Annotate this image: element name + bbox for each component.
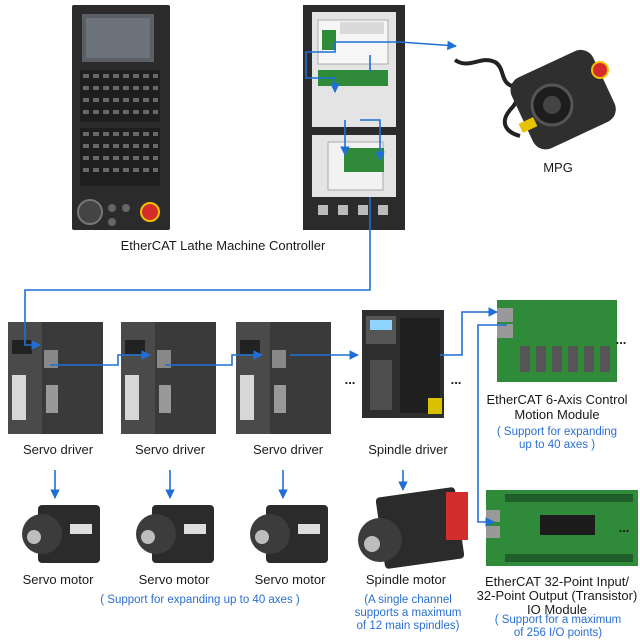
mpg-label: MPG [543,160,573,175]
driver-ellipsis: ... [344,372,356,387]
io-note-line1: ( Support for a maximum [494,614,622,626]
io-module-label-line2: 32-Point Output (Transistor) [476,588,638,603]
motion-module-board [497,300,617,382]
emergency-stop-button [140,202,160,222]
servo-motor-label-3: Servo motor [254,572,326,587]
servo-driver-1-unit [8,322,103,434]
motion-module-label-line2: Motion Module [514,407,600,422]
spindle-ellipsis: ... [450,372,462,387]
handwheel-dial [77,199,103,225]
servo-motor-2-unit [136,505,214,563]
electrical-cabinet [303,5,405,230]
io-module-label-line3: IO Module [527,602,587,617]
servo-motor-1-unit [22,505,100,563]
servo-motor-3-unit [250,505,328,563]
servo-driver-label-1: Servo driver [22,442,94,457]
io-ellipsis: ... [618,520,630,535]
spindle-motor-unit [358,487,468,569]
io-module-board [486,490,638,566]
spindle-motor-label: Spindle motor [365,572,447,587]
motion-ellipsis: ... [615,332,627,347]
spindle-note-line3: of 12 main spindles) [356,620,460,632]
servo-expand-note: ( Support for expanding up to 40 axes ) [100,594,300,606]
servo-driver-3-unit [236,322,331,434]
spindle-note-line1: (A single channel [364,594,452,606]
controller-label: EtherCAT Lathe Machine Controller [120,238,326,253]
motion-expand-note-line1: ( Support for expanding [496,426,618,438]
servo-motor-label-2: Servo motor [138,572,210,587]
servo-motor-label-1: Servo motor [22,572,94,587]
mpg-handwheel-device [453,49,616,150]
servo-driver-label-3: Servo driver [252,442,324,457]
spindle-driver-unit [362,310,444,418]
io-note-line2: of 256 I/O points) [513,627,603,639]
cnc-operator-panel [72,5,170,230]
spindle-note-line2: supports a maximum [354,607,462,619]
spindle-driver-label: Spindle driver [368,442,448,457]
servo-driver-label-2: Servo driver [134,442,206,457]
motion-expand-note-line2: up to 40 axes ) [518,439,596,451]
io-module-label-line1: EtherCAT 32-Point Input/ [484,574,630,589]
servo-driver-2-unit [121,322,216,434]
ethercat-connectors [24,40,507,527]
motion-module-label-line1: EtherCAT 6-Axis Control [486,392,628,407]
